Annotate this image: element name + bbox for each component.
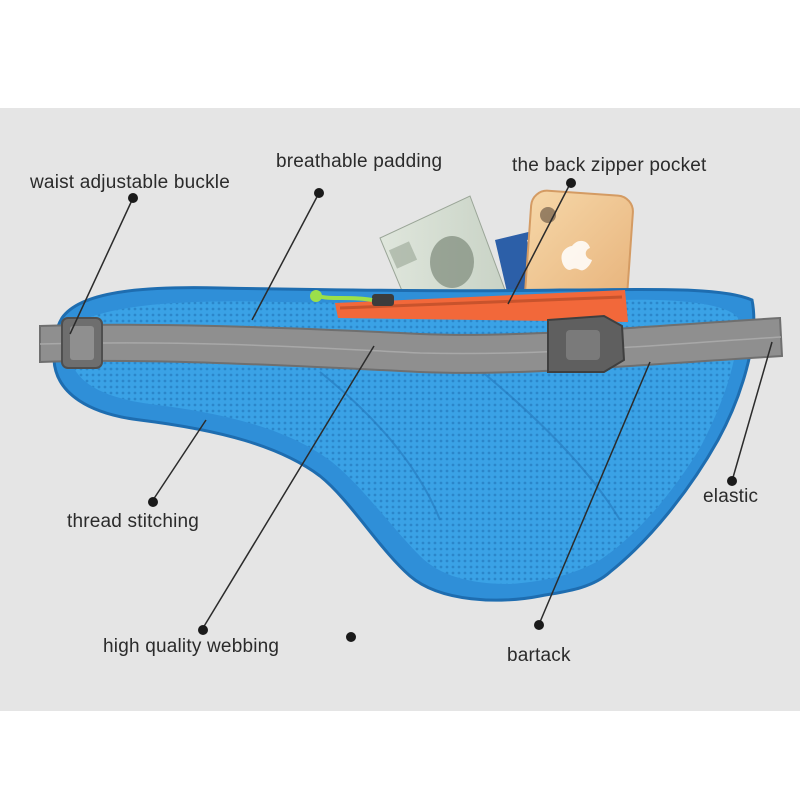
zipper-pocket (310, 290, 628, 322)
smartphone (524, 189, 634, 315)
label-thread-stitching: thread stitching (67, 511, 200, 532)
dot-bartack (534, 620, 544, 630)
adjustable-buckle (61, 317, 103, 369)
dot-stitch (148, 497, 158, 507)
dot-buckle (128, 193, 138, 203)
label-bartack: bartack (507, 645, 571, 666)
label-waist-adjustable-buckle: waist adjustable buckle (30, 172, 230, 193)
dot-elastic (727, 476, 737, 486)
callout-dots (128, 178, 737, 642)
leader-lines (69, 183, 773, 629)
dot-extra (346, 632, 356, 642)
label-high-quality-webbing: high quality webbing (103, 636, 280, 657)
label-back-zipper-pocket: the back zipper pocket (512, 155, 707, 176)
dot-padding (314, 188, 324, 198)
release-buckle (547, 314, 626, 373)
dot-zipper (566, 178, 576, 188)
label-breathable-padding: breathable padding (276, 151, 443, 172)
label-elastic: elastic (703, 486, 759, 507)
dot-webbing (198, 625, 208, 635)
